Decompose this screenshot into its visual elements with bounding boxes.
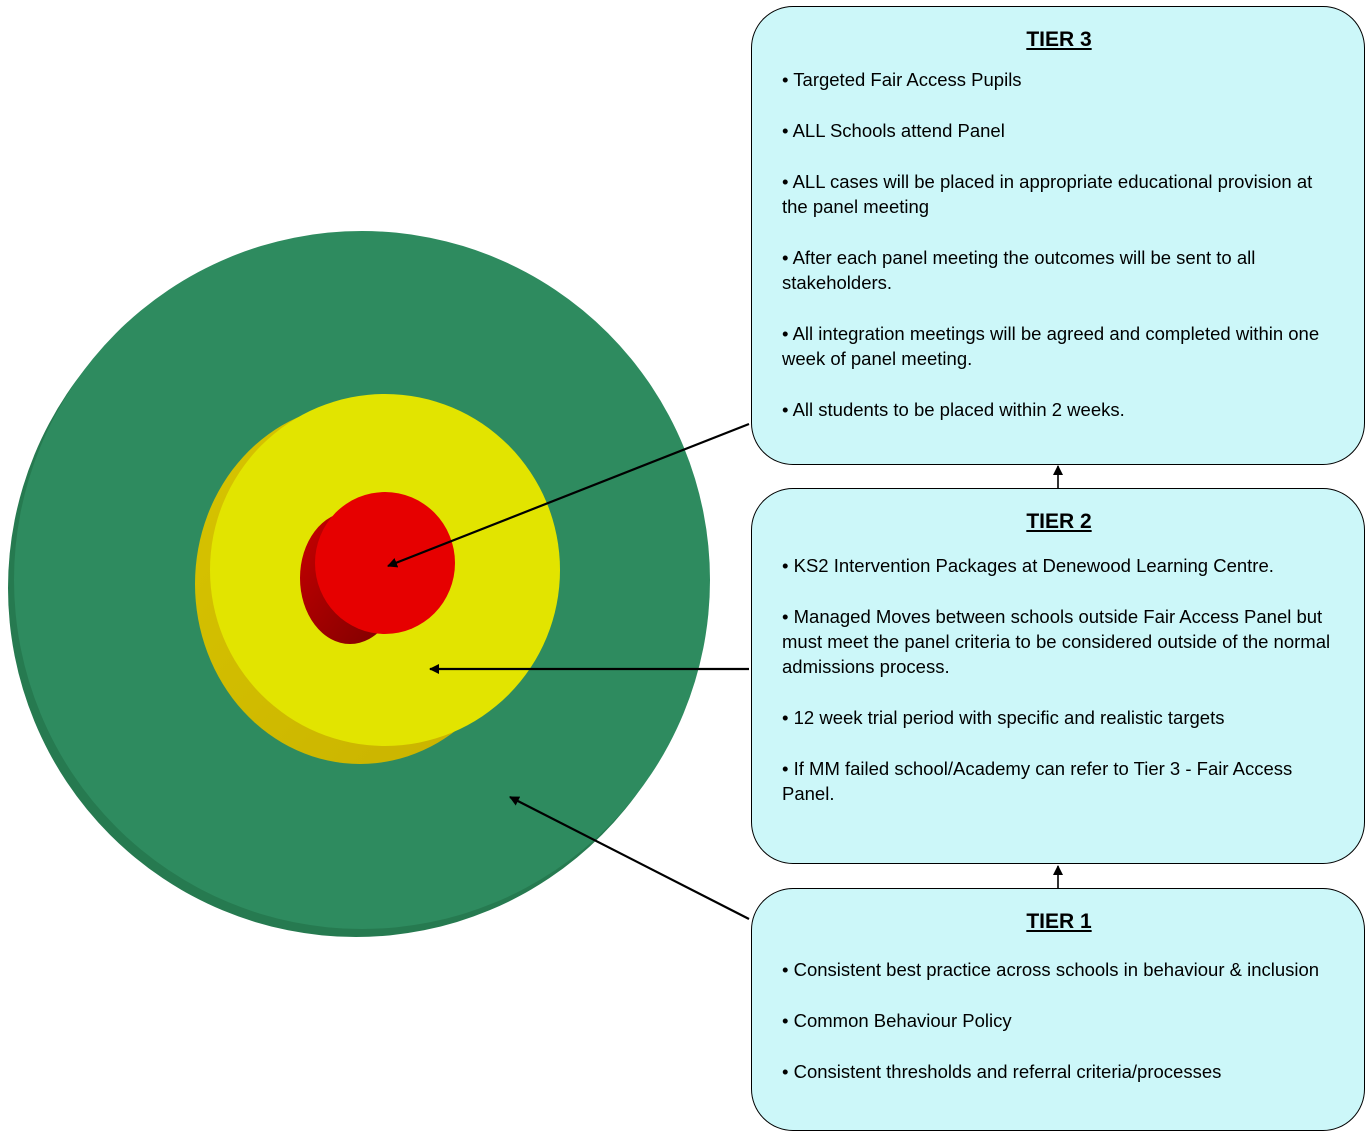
tier3-list: • Targeted Fair Access Pupils • ALL Scho… xyxy=(782,67,1336,422)
arrow-tier3 xyxy=(387,422,750,568)
tier2-list: • KS2 Intervention Packages at Denewood … xyxy=(782,553,1336,806)
tier2-title: TIER 2 xyxy=(1026,510,1092,533)
arrow-tier1 xyxy=(509,796,750,920)
tier3-item: • Targeted Fair Access Pupils xyxy=(782,69,1022,90)
tier3-box: TIER 3 • Targeted Fair Access Pupils • A… xyxy=(751,6,1365,465)
tier2-item: • Managed Moves between schools outside … xyxy=(782,606,1331,677)
tier1-item: • Common Behaviour Policy xyxy=(782,1010,1012,1031)
tier1-title: TIER 1 xyxy=(1026,910,1092,933)
tier1-item: • Consistent thresholds and referral cri… xyxy=(782,1061,1222,1082)
tier3-item: • After each panel meeting the outcomes … xyxy=(782,247,1256,293)
tier1-list: • Consistent best practice across school… xyxy=(782,957,1336,1084)
tier1-item: • Consistent best practice across school… xyxy=(782,959,1320,980)
tier3-title: TIER 3 xyxy=(1026,28,1092,51)
center-tier3 xyxy=(300,492,455,644)
tier2-item: • KS2 Intervention Packages at Denewood … xyxy=(782,555,1274,576)
tier3-item: • All students to be placed within 2 wee… xyxy=(782,399,1125,420)
tier3-item: • All integration meetings will be agree… xyxy=(782,323,1320,369)
tier3-item: • ALL Schools attend Panel xyxy=(782,120,1005,141)
tier3-item: • ALL cases will be placed in appropriat… xyxy=(782,171,1313,217)
tier1-box: TIER 1 • Consistent best practice across… xyxy=(751,888,1365,1131)
tier2-item: • 12 week trial period with specific and… xyxy=(782,707,1225,728)
tier2-item: • If MM failed school/Academy can refer … xyxy=(782,758,1293,804)
tier2-box: TIER 2 • KS2 Intervention Packages at De… xyxy=(751,488,1365,864)
